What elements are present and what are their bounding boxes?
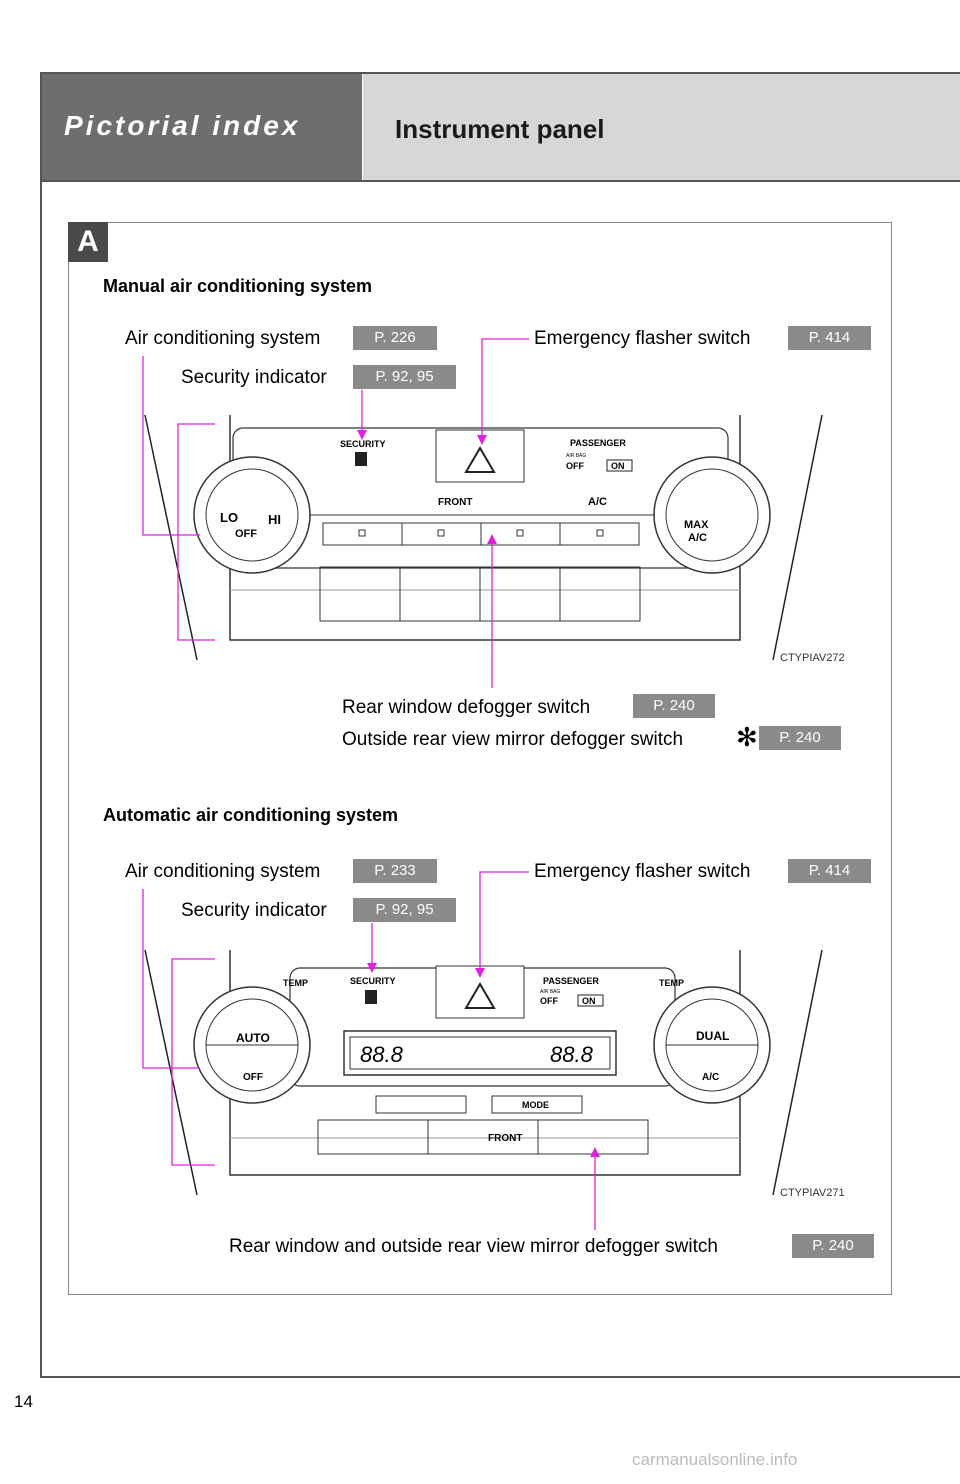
auto-security-text: SECURITY (350, 976, 396, 986)
content-box (68, 222, 892, 1295)
manual-security-label: Security indicator (181, 367, 327, 388)
auto-display-right: 88.8 (550, 1042, 594, 1067)
manual-flasher-page[interactable]: P. 414 (788, 326, 871, 350)
auto-on-text: ON (582, 996, 596, 1006)
auto-security-page[interactable]: P. 92, 95 (353, 898, 456, 922)
auto-airbag-text: AIR BAG (540, 989, 560, 995)
auto-figure-code: CTYPIAV271 (780, 1187, 845, 1199)
auto-temp-left-text: TEMP (283, 978, 308, 988)
panel-max-ac-text: A/C (688, 532, 707, 544)
auto-flasher-label: Emergency flasher switch (534, 861, 751, 882)
panel-hi-text: HI (268, 512, 281, 527)
auto-dual-text: DUAL (696, 1029, 729, 1043)
auto-auto-off-text: OFF (243, 1072, 263, 1083)
auto-flasher-page[interactable]: P. 414 (788, 859, 871, 883)
auto-off-text: OFF (540, 996, 558, 1006)
auto-display-left: 88.8 (360, 1042, 404, 1067)
auto-ac-page[interactable]: P. 233 (353, 859, 437, 883)
page-header: Instrument panel (363, 74, 960, 180)
figure-badge: A (68, 222, 108, 262)
panel-security-text: SECURITY (340, 439, 386, 449)
panel-ac-text: A/C (588, 496, 607, 508)
manual-mirror-page[interactable]: P. 240 (759, 726, 841, 750)
manual-security-page[interactable]: P. 92, 95 (353, 365, 456, 389)
page-number: 14 (14, 1392, 33, 1411)
watermark: carmanualsonline.info (632, 1450, 798, 1469)
panel-on-text: ON (611, 461, 625, 471)
manual-flasher-label: Emergency flasher switch (534, 328, 751, 349)
panel-max-text: MAX (684, 519, 709, 531)
panel-off-text: OFF (566, 461, 584, 471)
panel-passenger-text: PASSENGER (570, 438, 626, 448)
manual-figure-code: CTYPIAV272 (780, 652, 845, 664)
manual-mirror-label: Outside rear view mirror defogger switch (342, 729, 684, 750)
auto-front-text: FRONT (488, 1133, 522, 1144)
manual-section-title: Manual air conditioning system (103, 276, 373, 296)
page-frame (40, 72, 960, 1378)
auto-security-label: Security indicator (181, 900, 327, 921)
auto-passenger-text: PASSENGER (543, 976, 599, 986)
section-title: Pictorial index (64, 110, 301, 141)
auto-mode-text: MODE (522, 1100, 549, 1110)
asterisk-icon: ✻ (736, 722, 758, 752)
auto-ac-text: A/C (702, 1072, 719, 1083)
section-tab: Pictorial index (42, 74, 362, 180)
panel-lo-text: LO (220, 510, 238, 525)
manual-rear-page[interactable]: P. 240 (633, 694, 715, 718)
panel-airbag-text: AIR BAG (566, 453, 586, 459)
auto-section-title: Automatic air conditioning system (103, 805, 399, 825)
auto-auto-text: AUTO (236, 1031, 270, 1045)
auto-rear-page[interactable]: P. 240 (792, 1234, 874, 1258)
auto-ac-label: Air conditioning system (125, 861, 321, 882)
manual-ac-page[interactable]: P. 226 (353, 326, 437, 350)
panel-fan-off-text: OFF (235, 528, 257, 540)
auto-rear-label: Rear window and outside rear view mirror… (229, 1236, 718, 1257)
header-divider (42, 180, 960, 182)
auto-temp-right-text: TEMP (659, 978, 684, 988)
manual-rear-label: Rear window defogger switch (342, 697, 591, 718)
page-title: Instrument panel (395, 114, 605, 144)
panel-front-text: FRONT (438, 497, 472, 508)
manual-ac-label: Air conditioning system (125, 328, 321, 349)
